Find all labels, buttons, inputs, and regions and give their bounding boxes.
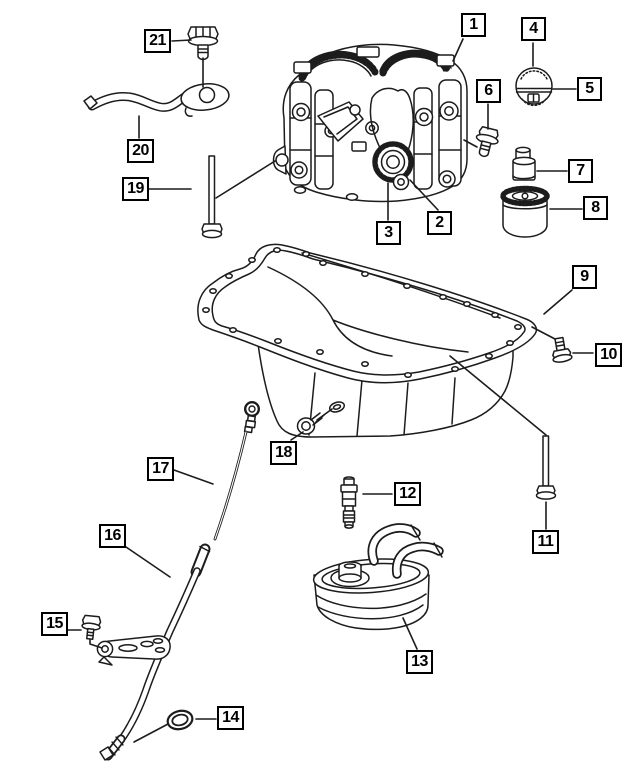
bolt-11-drawing bbox=[535, 435, 557, 500]
oil-cooler-drawing bbox=[312, 523, 444, 631]
callout-21[interactable]: 21 bbox=[144, 29, 171, 53]
callout-3[interactable]: 3 bbox=[376, 221, 401, 245]
engine-module-drawing bbox=[272, 43, 468, 203]
callout-13[interactable]: 13 bbox=[406, 650, 433, 674]
drain-plug-drawing bbox=[296, 412, 325, 435]
callout-8[interactable]: 8 bbox=[583, 196, 608, 220]
callout-15[interactable]: 15 bbox=[41, 612, 68, 636]
callout-17[interactable]: 17 bbox=[147, 457, 174, 481]
callout-19[interactable]: 19 bbox=[122, 177, 149, 201]
callout-18[interactable]: 18 bbox=[270, 441, 297, 465]
callout-11[interactable]: 11 bbox=[532, 530, 559, 554]
callout-4[interactable]: 4 bbox=[521, 17, 546, 41]
oil-pickup-tube-drawing bbox=[83, 83, 230, 117]
callout-14[interactable]: 14 bbox=[217, 706, 244, 730]
callout-20[interactable]: 20 bbox=[127, 139, 154, 163]
callout-6[interactable]: 6 bbox=[476, 79, 501, 103]
callout-5[interactable]: 5 bbox=[577, 77, 602, 101]
bolt-10-drawing bbox=[552, 336, 573, 363]
callout-16[interactable]: 16 bbox=[99, 524, 126, 548]
tube-bracket-drawing bbox=[96, 635, 171, 666]
callout-1[interactable]: 1 bbox=[461, 13, 486, 37]
bolt-15-drawing bbox=[81, 614, 102, 640]
dipstick-drawing bbox=[213, 401, 260, 541]
oil-filter-drawing bbox=[500, 185, 550, 238]
oil-pan-drawing bbox=[197, 243, 538, 438]
callout-10[interactable]: 10 bbox=[595, 343, 622, 367]
oil-filler-cap-drawing bbox=[515, 67, 553, 107]
callout-9[interactable]: 9 bbox=[572, 265, 597, 289]
connector-fitting-drawing bbox=[340, 476, 358, 529]
bolt-6-drawing bbox=[475, 125, 499, 158]
callout-12[interactable]: 12 bbox=[394, 482, 421, 506]
filter-nipple-drawing bbox=[512, 146, 536, 181]
bolt-19-drawing bbox=[201, 155, 223, 239]
callout-2[interactable]: 2 bbox=[427, 211, 452, 235]
bolt-21-drawing bbox=[187, 26, 219, 61]
leader-lines bbox=[67, 38, 594, 743]
callout-7[interactable]: 7 bbox=[568, 159, 593, 183]
o-ring-drawing bbox=[166, 709, 194, 731]
